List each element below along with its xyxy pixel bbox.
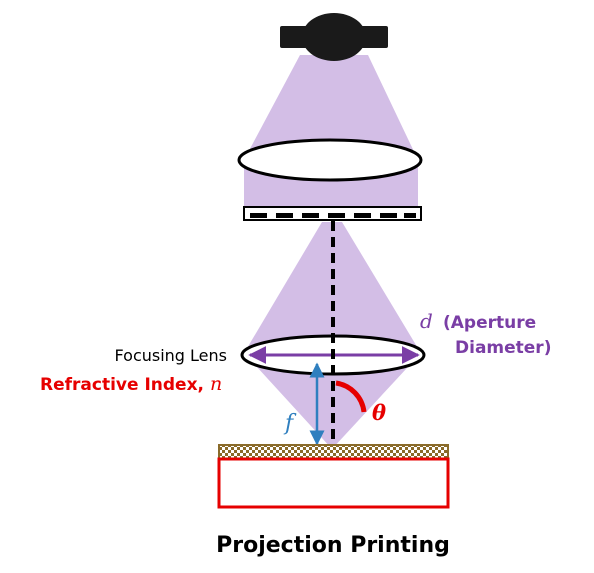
diagram-title: Projection Printing — [216, 533, 450, 558]
lamp-icon — [280, 13, 388, 61]
photomask-icon — [243, 206, 422, 221]
aperture-symbol: d — [420, 309, 433, 333]
refractive-index-label: Refractive Index, — [40, 375, 204, 395]
aperture-label-line2: Diameter) — [455, 338, 551, 358]
focal-length-symbol: f — [283, 411, 297, 436]
lens-icon — [237, 138, 423, 182]
aperture-label-line1: (Aperture — [443, 313, 536, 333]
illumination-beam — [244, 55, 418, 160]
angle-symbol: θ — [372, 400, 386, 425]
refractive-index-symbol: n — [210, 373, 222, 395]
focusing-lens-label: Focusing Lens — [115, 346, 227, 365]
angle-arc — [335, 380, 367, 413]
wafer-icon — [217, 444, 450, 509]
